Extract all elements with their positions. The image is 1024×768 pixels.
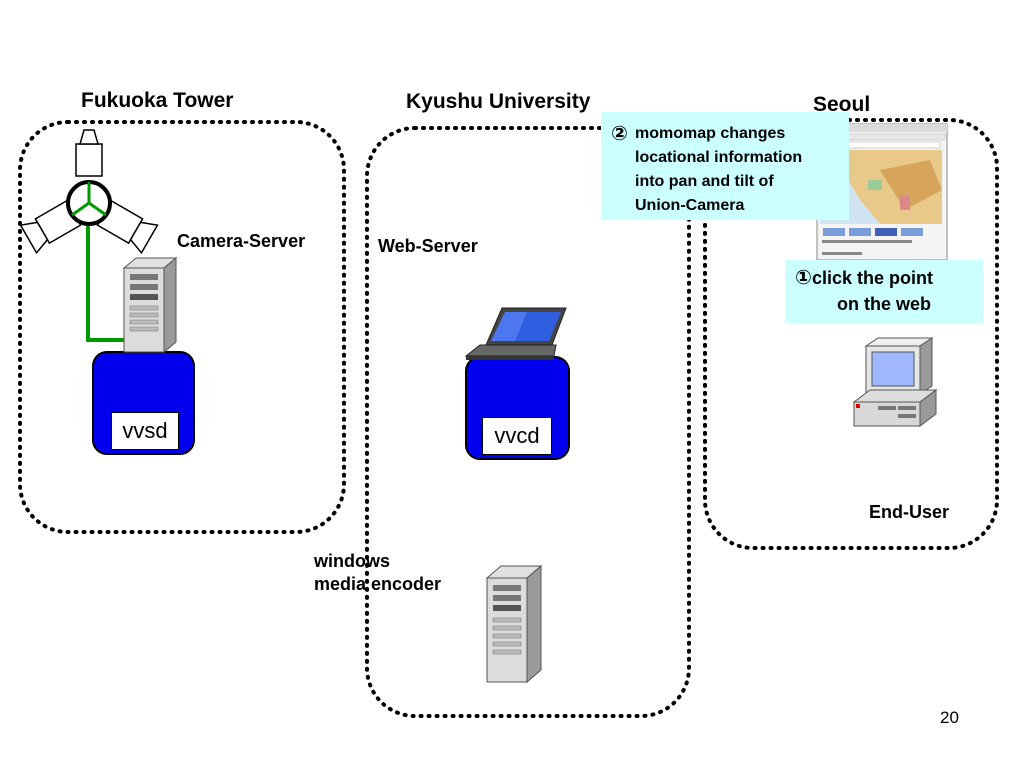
momomap-line3: into pan and tilt of <box>635 173 774 190</box>
momomap-line4: Union-Camera <box>635 197 745 214</box>
fukuoka-region-border <box>18 120 346 534</box>
encoder-server-tower-icon <box>485 564 543 684</box>
momomap-callout: ② momomap changes locational information… <box>601 112 849 220</box>
kyushu-title: Kyushu University <box>406 90 591 113</box>
vvcd-label: vvcd <box>482 417 552 455</box>
encoder-label: windows media encoder <box>314 550 441 596</box>
union-camera-icon <box>19 129 159 255</box>
web-browser-screenshot <box>816 123 948 261</box>
callout-marker-2: ② <box>611 123 628 145</box>
end-user-label: End-User <box>869 502 950 522</box>
encoder-label-line1: windows <box>314 551 390 571</box>
momomap-line1: momomap changes <box>635 125 786 142</box>
kyushu-region-border <box>365 126 691 718</box>
encoder-label-line2: media encoder <box>314 574 442 594</box>
fukuoka-title: Fukuoka Tower <box>81 89 234 112</box>
laptop-icon <box>464 307 567 360</box>
camera-server-label: Camera-Server <box>177 231 306 251</box>
seoul-region-border <box>703 118 999 550</box>
vvsd-label: vvsd <box>111 412 179 450</box>
click-callout: ①click the point on the web <box>785 260 983 323</box>
seoul-title: Seoul <box>813 93 871 116</box>
callout-marker-1: ① <box>795 267 812 289</box>
server-tower-icon <box>122 256 178 354</box>
desktop-computer-icon <box>852 337 938 427</box>
momomap-line2: locational information <box>635 149 803 166</box>
camera-link-line <box>86 200 128 342</box>
web-server-label: Web-Server <box>378 236 478 256</box>
click-line1-wrap: ①click the point <box>795 265 933 292</box>
click-line1: click the point <box>811 268 933 288</box>
click-line2: on the web <box>837 294 931 314</box>
page-number: 20 <box>940 708 959 727</box>
